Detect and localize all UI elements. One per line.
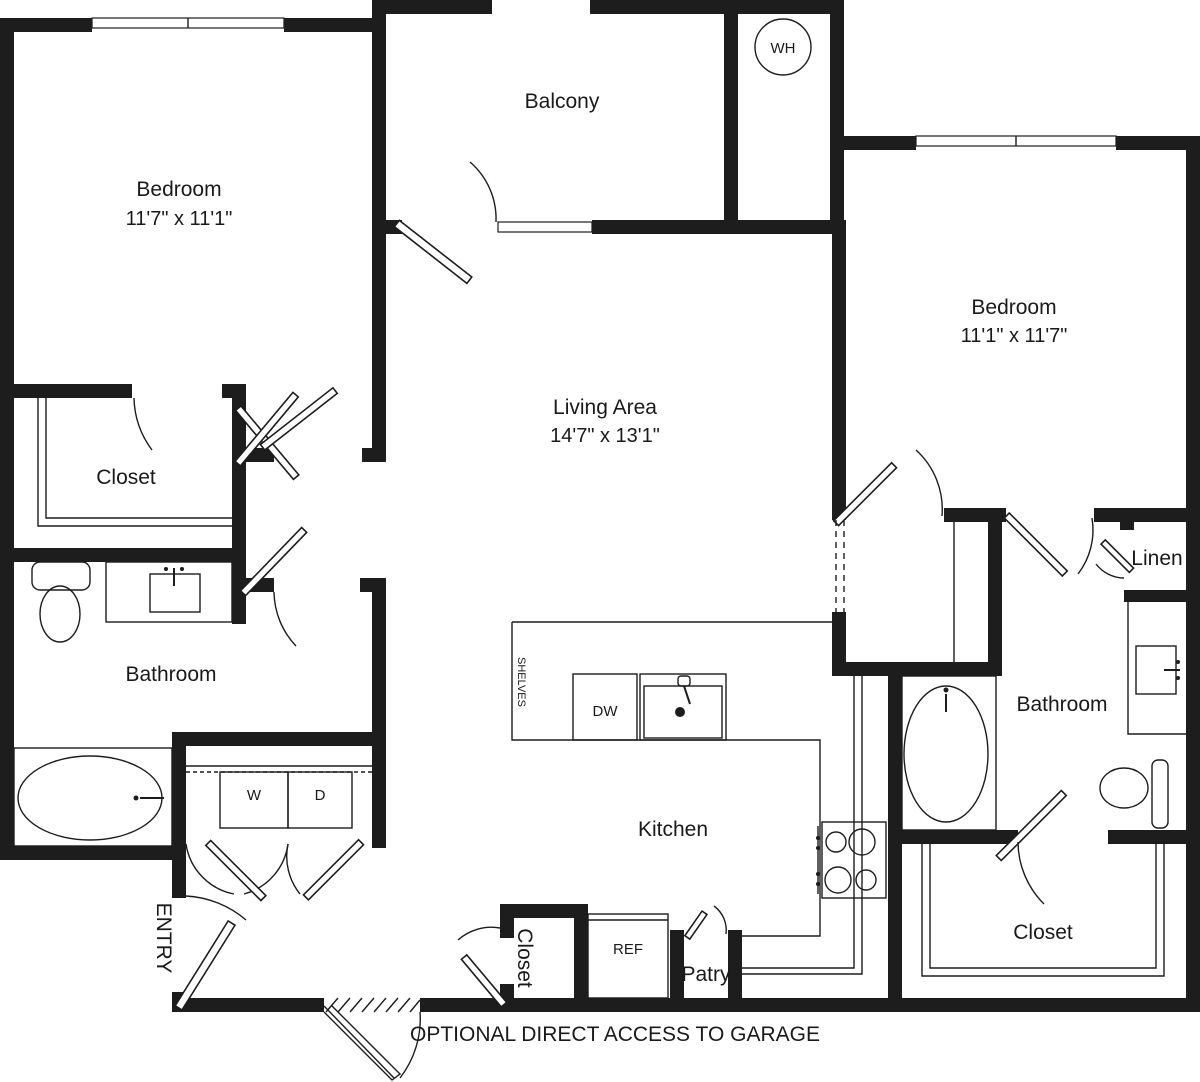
balcony-name: Balcony <box>525 90 600 113</box>
shelves-label: SHELVES <box>515 657 527 707</box>
closet-entry-name: Closet <box>513 928 536 988</box>
fixture-labels: DW W D REF SHELVES <box>247 657 643 958</box>
refrigerator-label: REF <box>613 941 643 958</box>
bedroom-right-dims: 11'1" x 11'7" <box>961 325 1068 347</box>
bathroom-left-name: Bathroom <box>125 663 216 686</box>
windows <box>91 17 1117 233</box>
pantry-name: Patry <box>681 963 731 986</box>
bathroom-right-name: Bathroom <box>1016 693 1107 716</box>
bedroom-left-dims: 11'7" x 11'1" <box>126 208 233 230</box>
bedroom-right-name: Bedroom <box>971 296 1056 319</box>
closet-left-name: Closet <box>96 466 156 489</box>
dryer-label: D <box>315 787 326 804</box>
washer-label: W <box>247 787 262 804</box>
entry-label: ENTRY <box>152 903 175 974</box>
closet-right-name: Closet <box>1013 921 1073 944</box>
fixtures <box>13 18 1186 1013</box>
room-labels: Bedroom 11'7" x 11'1" Balcony WH Bedroom… <box>96 40 1182 988</box>
doors <box>133 161 1135 1081</box>
kitchen-name: Kitchen <box>638 818 708 841</box>
bedroom-left-name: Bedroom <box>136 178 221 201</box>
living-area-dims: 14'7" x 13'1" <box>550 425 660 447</box>
living-area-name: Living Area <box>553 396 657 419</box>
water-heater-label: WH <box>771 40 796 57</box>
dishwasher-label: DW <box>593 703 619 720</box>
garage-access-note: OPTIONAL DIRECT ACCESS TO GARAGE <box>410 1023 820 1046</box>
linen-name: Linen <box>1131 547 1182 570</box>
garage-access-hatch <box>325 997 421 1013</box>
walls <box>0 0 1200 1012</box>
notes: ENTRY OPTIONAL DIRECT ACCESS TO GARAGE <box>152 903 820 1046</box>
